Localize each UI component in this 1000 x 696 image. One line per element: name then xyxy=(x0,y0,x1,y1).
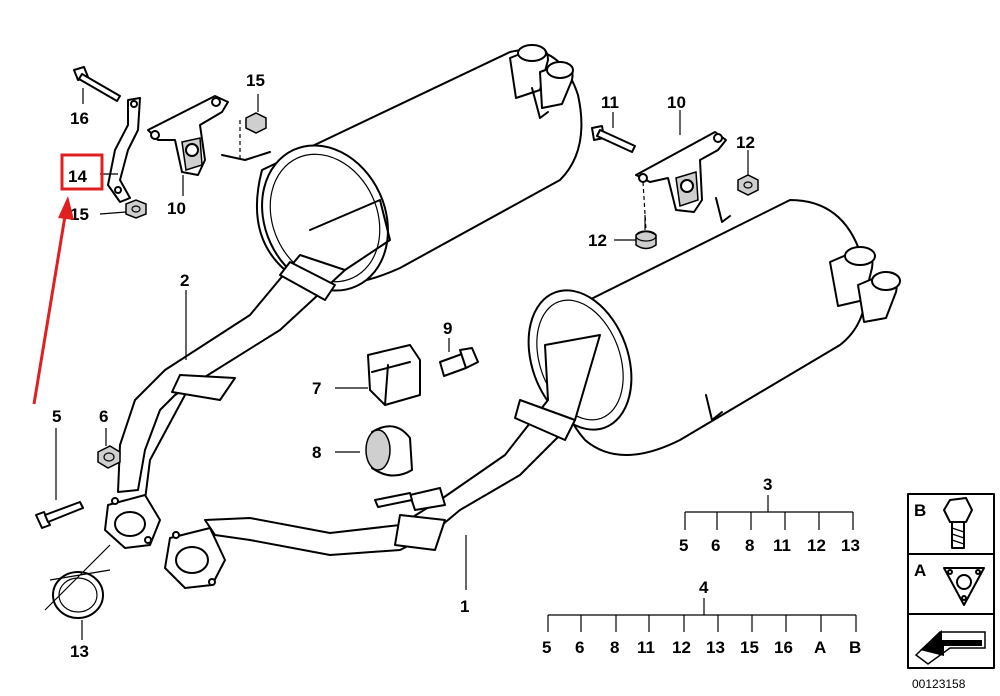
hanger-right xyxy=(635,131,727,213)
label-part-15a: 15 xyxy=(246,71,265,90)
pipe-2 xyxy=(117,199,391,501)
label-part-10b: 10 xyxy=(667,93,686,112)
label-part-12a: 12 xyxy=(736,133,755,152)
label-part-8: 8 xyxy=(312,443,321,462)
nut-12a xyxy=(737,174,759,196)
nut-15a xyxy=(245,112,267,134)
label-part-3: 3 xyxy=(763,475,772,494)
kit-3-bracket xyxy=(684,495,854,530)
hanger-left xyxy=(147,95,229,176)
clamp-7 xyxy=(367,344,421,406)
label-part-14: 14 xyxy=(68,167,87,186)
label-part-1: 1 xyxy=(460,597,469,616)
bolt-16 xyxy=(73,66,121,102)
kit-4-item: 5 xyxy=(542,638,551,657)
label-part-2: 2 xyxy=(180,271,189,290)
highlight-part-14 xyxy=(32,153,104,405)
washer-12b xyxy=(635,230,657,250)
bolt-5 xyxy=(35,501,84,529)
hex-bolt-icon xyxy=(943,497,973,549)
kit-3-item: 5 xyxy=(679,536,688,555)
label-part-4: 4 xyxy=(699,578,709,597)
muffler-left xyxy=(221,44,583,292)
leader-lines xyxy=(55,88,749,640)
kit-3-item: 13 xyxy=(841,536,860,555)
direction-arrow-icon xyxy=(914,630,986,665)
kit-4-item: B xyxy=(849,638,861,657)
label-part-15b: 15 xyxy=(70,205,89,224)
label-part-6: 6 xyxy=(99,407,108,426)
kit-4-item: A xyxy=(814,638,826,657)
kit-4-item: 6 xyxy=(575,638,584,657)
kit-4-item: 11 xyxy=(637,638,655,657)
kit-4-item: 12 xyxy=(672,638,691,657)
label-part-10a: 10 xyxy=(167,199,186,218)
bolt-9 xyxy=(439,347,479,377)
flanges xyxy=(104,494,226,589)
diagram-number: 00123158 xyxy=(912,677,966,691)
nut-6 xyxy=(97,445,121,469)
kit-3-items: 5 6 8 11 12 13 xyxy=(679,536,860,555)
label-part-12b: 12 xyxy=(588,231,607,250)
legend-b-letter: B xyxy=(914,501,926,520)
gasket-ring xyxy=(44,544,111,619)
label-part-13: 13 xyxy=(70,642,89,661)
label-part-5: 5 xyxy=(52,407,61,426)
red-arrow-shaft xyxy=(32,209,68,405)
label-part-16: 16 xyxy=(70,109,89,128)
kit-3-item: 11 xyxy=(773,536,791,555)
legend: B A xyxy=(907,493,995,669)
highlight-box xyxy=(60,153,104,191)
red-arrow-head xyxy=(58,196,74,220)
label-part-9: 9 xyxy=(443,319,452,338)
nut-15b xyxy=(125,199,147,219)
pipe-1 xyxy=(204,334,601,556)
kit-3-item: 6 xyxy=(711,536,720,555)
kit-4-bracket xyxy=(547,598,857,632)
kit-4-item: 8 xyxy=(610,638,619,657)
strap-14 xyxy=(107,97,141,203)
kit-4-item: 16 xyxy=(774,638,793,657)
label-part-7: 7 xyxy=(312,379,321,398)
triangular-gasket-icon xyxy=(943,567,985,606)
label-part-11: 11 xyxy=(601,93,619,112)
legend-a-letter: A xyxy=(914,561,926,580)
kit-4-items: 5 6 8 11 12 13 15 16 A B xyxy=(542,638,861,657)
kit-3-item: 8 xyxy=(745,536,754,555)
rubber-mount-8 xyxy=(365,425,413,477)
bolt-11 xyxy=(591,125,636,153)
kit-4-item: 15 xyxy=(740,638,759,657)
kit-3-item: 12 xyxy=(807,536,826,555)
kit-4-item: 13 xyxy=(706,638,725,657)
